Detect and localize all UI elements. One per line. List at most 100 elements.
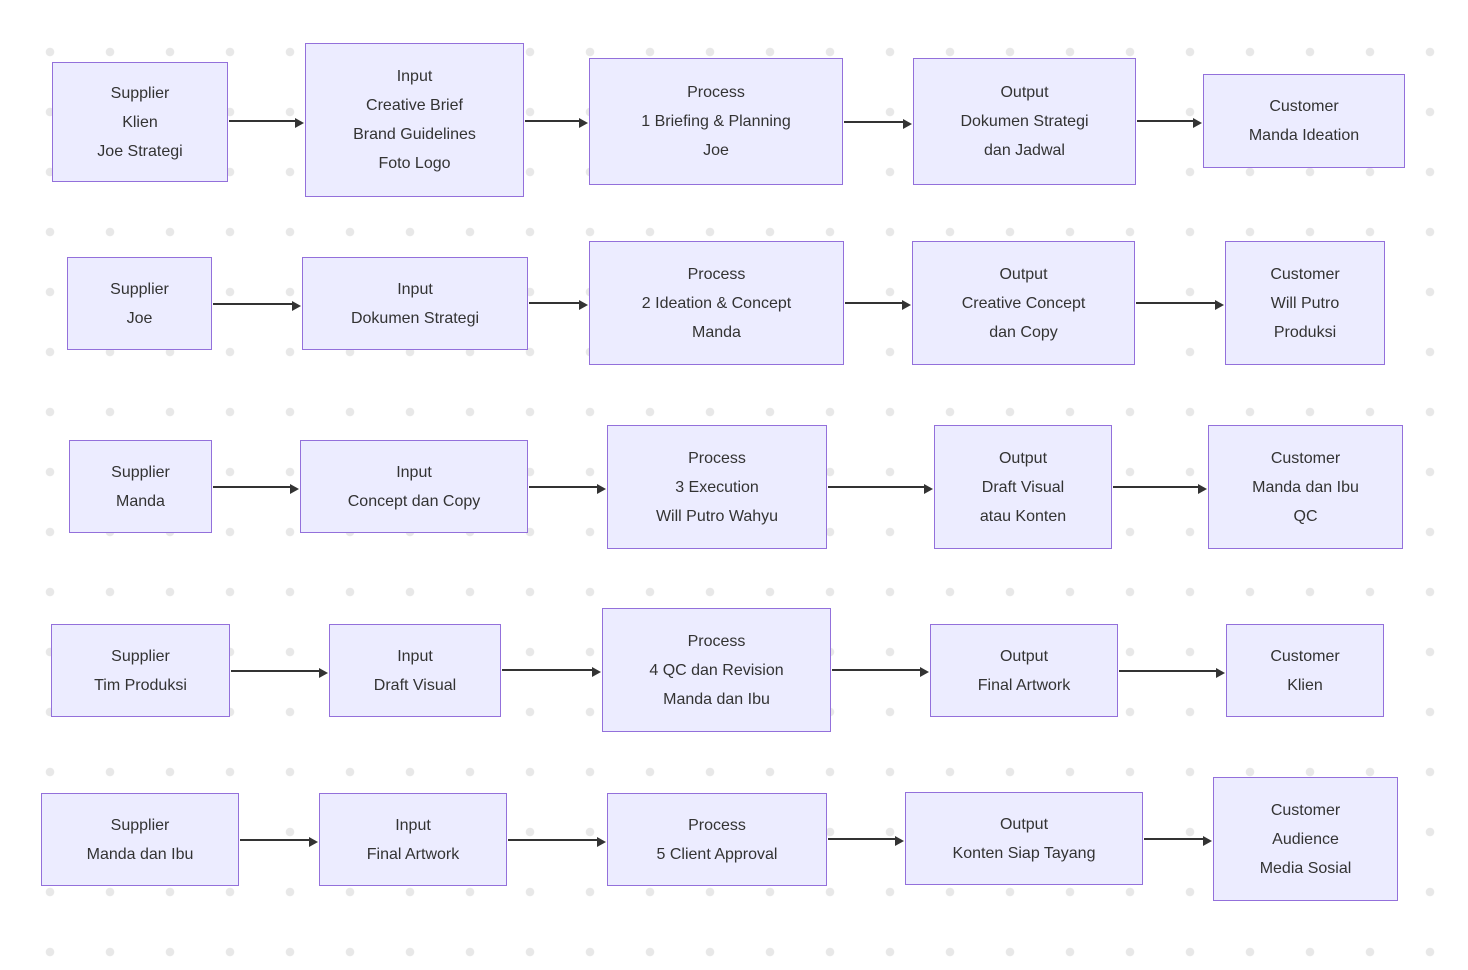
node-text-line: Will Putro: [1270, 294, 1340, 312]
node-text-line: 2 Ideation & Concept: [641, 294, 792, 312]
node-text-line: Customer: [1269, 98, 1339, 115]
node-text-line: Audience: [1272, 830, 1339, 848]
arrowhead-icon: [592, 667, 601, 678]
arrowhead-icon: [903, 118, 912, 129]
node-text-line: Input: [397, 647, 433, 665]
flow-arrow: [231, 667, 328, 678]
node-text-line: Output: [999, 265, 1048, 283]
node-text-line: Output: [1000, 84, 1049, 101]
node-text-line: Dokumen Strategi: [350, 309, 480, 327]
node-text-line: Will Putro Wahyu: [655, 507, 779, 525]
arrowhead-icon: [924, 484, 933, 494]
flow-arrow: [213, 300, 301, 311]
node-text-line: Customer: [1270, 801, 1341, 819]
arrowhead-icon: [295, 118, 304, 128]
node-text-line: Draft Visual: [981, 478, 1065, 496]
flow-arrow: [844, 118, 912, 129]
node-text-line: Customer: [1270, 265, 1340, 283]
node-text-line: Input: [397, 280, 433, 298]
arrowhead-icon: [597, 836, 606, 847]
node-text-line: Brand Guidelines: [353, 126, 476, 143]
arrowhead-icon: [902, 300, 911, 310]
arrowhead-icon: [579, 117, 588, 128]
flow-arrow: [845, 300, 911, 310]
node-text-line: Process: [687, 632, 746, 650]
flow-arrow: [213, 483, 299, 494]
node-text-line: Tim Produksi: [94, 676, 187, 694]
node-text-line: Manda: [692, 323, 741, 341]
node-text-line: Supplier: [110, 280, 169, 298]
flow-arrow: [525, 117, 588, 128]
node-text-line: Supplier: [111, 463, 170, 481]
node-text-line: Input: [395, 816, 431, 834]
flow-arrow: [1144, 835, 1212, 846]
node-text-line: Joe: [126, 309, 153, 327]
flow-arrow: [1119, 667, 1225, 678]
node-text-line: Process: [688, 449, 746, 467]
node-text-line: Supplier: [110, 84, 170, 102]
arrowhead-icon: [1198, 484, 1207, 494]
node-text-line: Produksi: [1273, 323, 1337, 341]
arrowhead-icon: [1216, 667, 1225, 678]
node-text-line: dan Jadwal: [984, 142, 1065, 159]
node-text-line: Final Artwork: [366, 845, 460, 863]
node-text-line: Process: [687, 265, 746, 283]
node-text-line: Manda dan Ibu: [86, 845, 194, 863]
flow-arrow: [828, 484, 933, 494]
flow-arrow: [502, 667, 601, 678]
node-text-line: Dokumen Strategi: [960, 113, 1089, 130]
node-text-line: Manda dan Ibu: [663, 690, 770, 708]
node-text-line: Final Artwork: [977, 676, 1071, 694]
arrowhead-icon: [290, 483, 299, 494]
node-text-line: Process: [687, 84, 745, 101]
node-text-line: Manda dan Ibu: [1252, 478, 1359, 496]
flow-arrow: [1137, 118, 1202, 129]
node-text-line: Concept dan Copy: [347, 492, 481, 510]
node-text-line: Output: [998, 449, 1048, 467]
arrowhead-icon: [920, 667, 929, 678]
node-text-line: Foto Logo: [378, 155, 451, 172]
node-text-line: Output: [999, 647, 1049, 665]
flow-arrow: [1113, 484, 1207, 494]
node-text-line: Supplier: [110, 816, 170, 834]
flow-arrow: [529, 300, 588, 311]
node-text-line: Input: [396, 68, 433, 85]
node-text-line: Joe: [703, 142, 729, 159]
node-text-line: Output: [999, 815, 1049, 833]
flow-arrow: [508, 836, 606, 847]
node-text-line: dan Copy: [989, 323, 1058, 341]
arrowhead-icon: [319, 667, 328, 678]
node-text-line: Konten Siap Tayang: [952, 844, 1096, 862]
node-text-line: Media Sosial: [1259, 859, 1352, 877]
flow-arrow: [828, 836, 904, 846]
node-text-line: 4 QC dan Revision: [649, 661, 784, 679]
node-text-line: QC: [1293, 507, 1318, 525]
node-text-line: Manda Ideation: [1248, 127, 1360, 144]
node-text-line: Input: [396, 463, 432, 481]
node-text-line: Process: [688, 816, 746, 834]
flow-arrow: [529, 483, 606, 494]
